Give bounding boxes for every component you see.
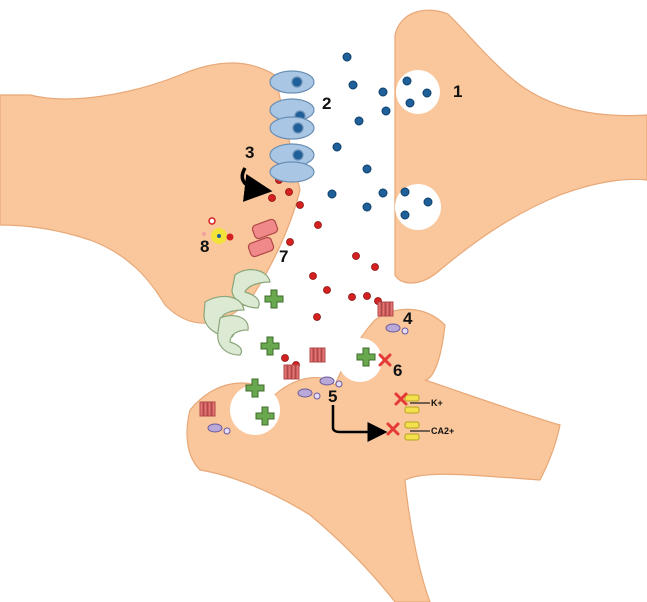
label-5: 5 — [328, 388, 337, 405]
presynaptic-terminal-right — [395, 10, 647, 283]
vesicle-upper — [396, 70, 440, 114]
label-3: 3 — [245, 144, 254, 161]
label-2: 2 — [322, 95, 331, 112]
label-4: 4 — [403, 310, 412, 327]
label-6: 6 — [393, 362, 402, 379]
label-7: 7 — [279, 248, 288, 265]
label-8: 8 — [200, 238, 209, 255]
label-1: 1 — [453, 83, 462, 100]
ion-label-potassium: K+ — [431, 399, 443, 408]
ion-label-calcium: CA2+ — [431, 427, 454, 436]
blue-receptors — [270, 71, 314, 182]
